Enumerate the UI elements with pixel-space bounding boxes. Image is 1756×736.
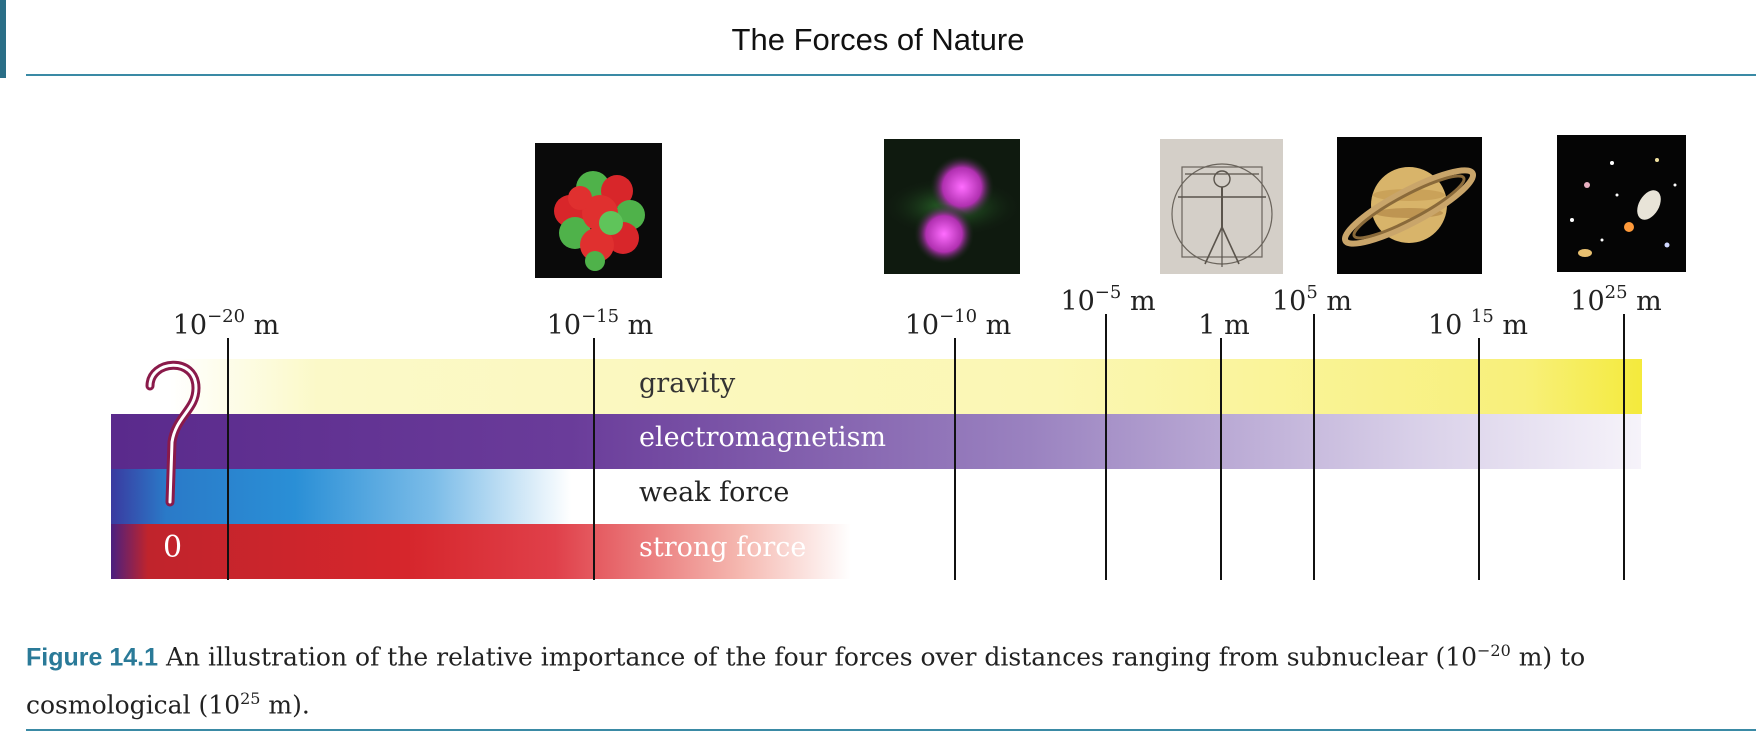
figure-caption: Figure 14.1 An illustration of the relat… [26,630,1746,727]
caption-exponent: −20 [1477,641,1511,660]
tick-line [1313,314,1315,580]
title-rule [26,74,1756,76]
tick-label: 10−5 m [1060,282,1156,317]
gravity-band [170,359,1642,414]
tick-line [954,338,956,580]
gravity-label: gravity [639,368,736,399]
saturn-image [1337,137,1482,274]
strong-force-label: strong force [639,532,807,563]
tick-label: 1025 m [1570,282,1662,317]
tick-label: 10 15 m [1427,306,1529,341]
vitruvian-man-image [1160,139,1283,274]
zero-symbol: 0 [163,530,183,565]
left-accent-bar [0,0,6,78]
caption-text: m). [260,690,310,720]
unknown-symbol [142,352,202,512]
tick-label: 10−20 m [172,306,280,341]
nucleus-image [535,143,662,278]
tick-line [1105,314,1107,580]
tick-line [1220,338,1222,580]
strong-force-band [111,524,851,579]
galaxies-image [1557,135,1686,272]
tick-label: 105 m [1271,282,1353,317]
weak-force-band [111,469,571,524]
tick-line [227,338,229,580]
tick-label: 1 m [1198,310,1250,341]
tick-label: 10−10 m [904,306,1012,341]
electromagnetism-label: electromagnetism [639,422,887,453]
tick-label: 10−15 m [546,306,654,341]
caption-text: An illustration of the relative importan… [165,642,1478,672]
tick-line [593,338,595,580]
tick-line [1478,338,1480,580]
page-title: The Forces of Nature [731,22,1025,57]
caption-exponent: 25 [240,689,261,709]
figure-number: Figure 14.1 [26,643,158,672]
atom-orbital-image [884,139,1020,274]
caption-text: m) to cosmological (10 [26,642,1586,720]
bottom-rule [26,729,1756,731]
tick-line [1623,314,1625,580]
electromagnetism-band [111,414,1641,469]
weak-force-label: weak force [639,477,790,508]
